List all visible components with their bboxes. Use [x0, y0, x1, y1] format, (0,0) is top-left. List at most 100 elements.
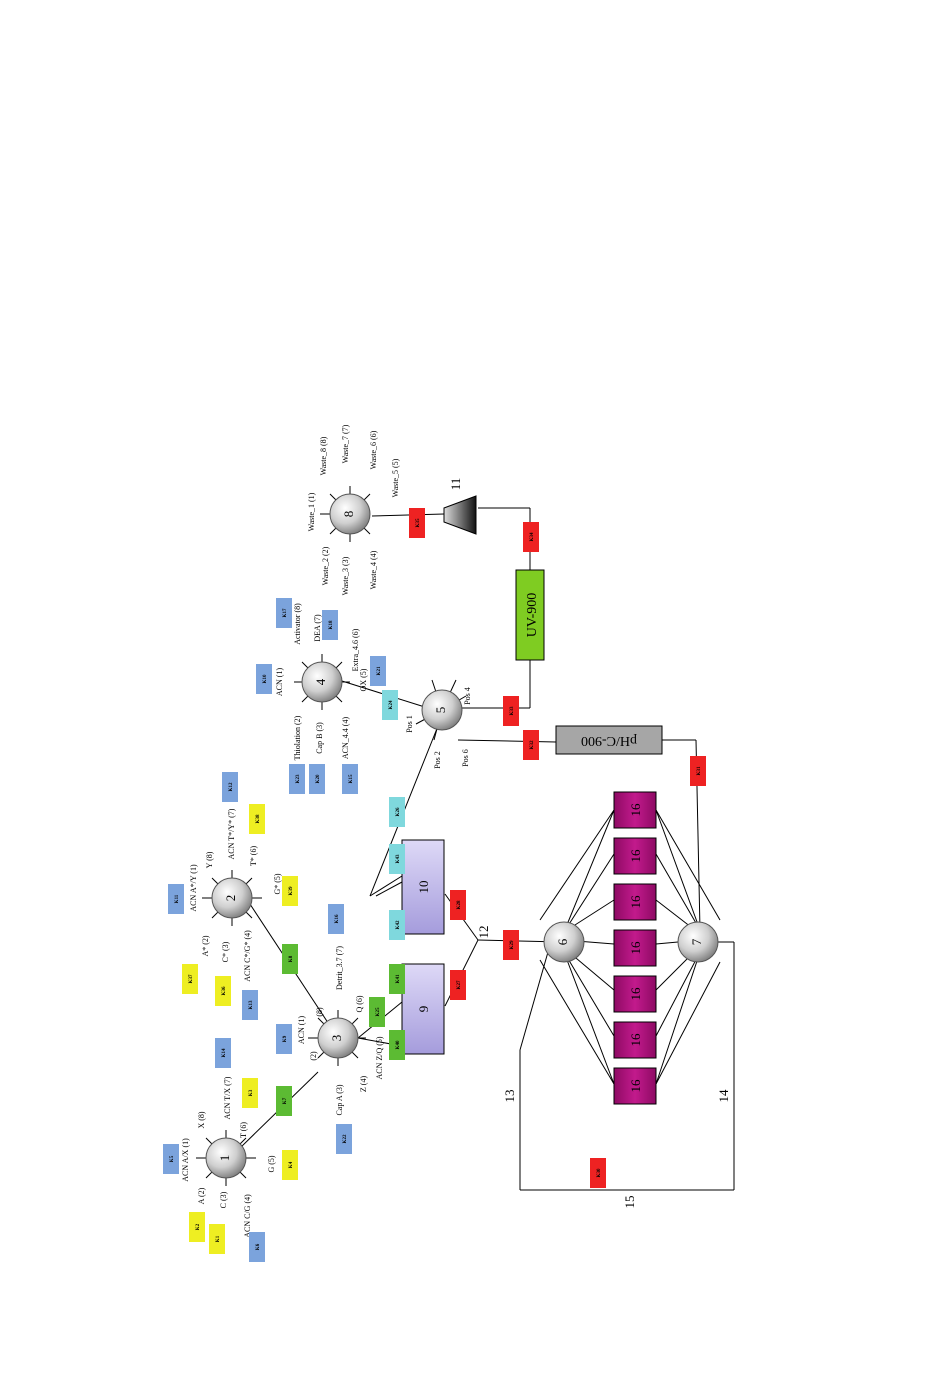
k-valve-k34: K34: [523, 522, 539, 552]
k-valve-k25: K25: [369, 997, 385, 1027]
k-valve-k39: K39: [282, 876, 298, 906]
k-valve-k11: K11: [168, 884, 184, 914]
port-label: (8): [315, 1007, 324, 1017]
port-label: Pos 4: [463, 687, 472, 705]
column-9: 9: [401, 963, 445, 1055]
k-valve-k17: K17: [276, 598, 292, 628]
k-valve-k40: K40: [389, 1030, 405, 1060]
port-label: A* (2): [201, 935, 210, 956]
port-label: OX (5): [359, 668, 368, 691]
k-label: K39: [289, 886, 294, 895]
k-label: K41: [396, 974, 401, 983]
k-valve-k10: K10: [256, 664, 272, 694]
valve-8-number: 8: [341, 511, 356, 518]
k-valve-k35: K35: [409, 508, 425, 538]
valve-8: 8: [329, 493, 371, 535]
k-valve-k41: K41: [389, 964, 405, 994]
k-label: K12: [229, 782, 234, 791]
k-valve-k21: K21: [370, 656, 386, 686]
reactor: 16: [613, 975, 657, 1013]
k-label: K31: [697, 766, 702, 775]
port-label: Cap B (3): [315, 722, 324, 754]
port-label: Z (4): [359, 1076, 368, 1093]
funnel-11: 11: [443, 478, 477, 535]
port-label: Waste_6 (6): [369, 430, 378, 469]
valve-6-number: 6: [555, 938, 570, 945]
k-label: K36: [222, 986, 227, 995]
connection-lines: [239, 507, 735, 1191]
port-label: C* (3): [221, 941, 230, 962]
reactor-label: 16: [628, 1079, 643, 1093]
k-label: K38: [256, 814, 261, 823]
reactor: 16: [613, 837, 657, 875]
valve-5: 5: [421, 689, 463, 731]
k-label: K16: [335, 914, 340, 923]
valve-3: 3: [317, 1017, 359, 1059]
loop-numbers: 12 13 14 15: [476, 926, 731, 1209]
k-valve-k38: K38: [249, 804, 265, 834]
ph-c-900-monitor: pH/C-900: [555, 725, 663, 755]
k-label: K7: [283, 1097, 288, 1104]
k-valve-k1: K1: [209, 1224, 225, 1254]
port-label: DEA (7): [313, 614, 322, 642]
k-label: K11: [175, 894, 180, 903]
port-label: T* (6): [249, 846, 258, 867]
k-label: K22: [343, 1134, 348, 1143]
k-valve-k24: K24: [382, 690, 398, 720]
k-label: K18: [329, 620, 334, 629]
valve-4: 4: [301, 661, 343, 703]
port-label: Detrit_3.7 (7): [335, 946, 344, 990]
valve-2-number: 2: [223, 895, 238, 902]
port-label: Waste_3 (3): [341, 556, 350, 595]
k-label: K21: [377, 666, 382, 675]
valve-5-number: 5: [433, 707, 448, 714]
reactor-label: 16: [628, 849, 643, 863]
port-label: Pos 6: [461, 749, 470, 767]
k-label: K14: [222, 1048, 227, 1057]
k-label: K20: [316, 774, 321, 783]
k-label: K25: [376, 1007, 381, 1016]
k-valve-k28: K28: [450, 890, 466, 920]
port-label: Thiolation (2): [293, 715, 302, 760]
k-valve-k42: K42: [389, 910, 405, 940]
port-label: C (3): [219, 1191, 228, 1208]
port-label: Extra_4.6 (6): [351, 628, 360, 671]
column-10: 10: [401, 839, 445, 935]
k-label: K4: [289, 1161, 294, 1168]
port-label: Waste_8 (8): [319, 436, 328, 475]
k-label: K8: [289, 955, 294, 962]
k-label: K32: [530, 740, 535, 749]
k-valves: K5 K6 K14 K13 K11 K12 K9 K16 K22 K10 K17…: [163, 508, 706, 1262]
reactor-array: 16 16 16 16 16 16 16: [613, 791, 657, 1105]
reactor-label: 16: [628, 895, 643, 909]
k-valve-k12: K12: [222, 772, 238, 802]
port-label: Waste_2 (2): [321, 546, 330, 585]
reactor-label: 16: [628, 941, 643, 955]
column-10-label: 10: [416, 881, 431, 894]
port-label: T (6): [239, 1122, 248, 1138]
k-valve-k31: K31: [690, 756, 706, 786]
port-label: Waste_4 (4): [369, 550, 378, 589]
k-label: K24: [389, 700, 394, 709]
k-label: K35: [416, 518, 421, 527]
k-valve-k36: K36: [215, 976, 231, 1006]
valve-1-number: 1: [217, 1155, 232, 1162]
k-valve-k4: K4: [282, 1150, 298, 1180]
k-valve-k7: K7: [276, 1086, 292, 1116]
k-label: K26: [396, 807, 401, 816]
k-label: K40: [396, 1040, 401, 1049]
k-valve-k3: K3: [242, 1078, 258, 1108]
k-label: K33: [510, 706, 515, 715]
port-label: Waste_5 (5): [391, 458, 400, 497]
port-label: ACN T/X (7): [223, 1076, 232, 1119]
reactor-label: 16: [628, 1033, 643, 1047]
port-label: ACN A*/Y (1): [189, 864, 198, 912]
k-valve-k5: K5: [163, 1144, 179, 1174]
port-label: G* (5): [273, 873, 282, 894]
k-valve-k20: K20: [309, 764, 325, 794]
ph-c-900-label: pH/C-900: [581, 733, 637, 748]
k-valve-k37: K37: [182, 964, 198, 994]
k-label: K29: [510, 940, 515, 949]
valve-1: 1: [205, 1137, 247, 1179]
valve-2: 2: [211, 877, 253, 919]
